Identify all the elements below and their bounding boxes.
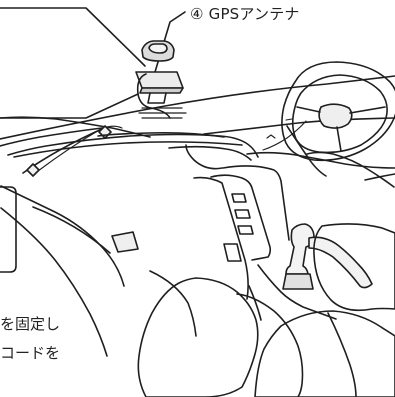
instruction-panel bbox=[0, 186, 17, 273]
detail-mark-2 bbox=[285, 118, 293, 121]
seat-outline bbox=[137, 277, 259, 397]
driver-seat-outline bbox=[313, 223, 395, 312]
seat-side bbox=[236, 293, 304, 397]
leader-line-top bbox=[0, 7, 146, 67]
hood-line bbox=[185, 144, 223, 170]
clip-left-1 bbox=[26, 163, 40, 177]
detail-mark-1 bbox=[266, 134, 276, 139]
driver-seat-fold bbox=[327, 312, 357, 397]
gps-antenna-label: ④ GPSアンテナ bbox=[190, 5, 300, 23]
windshield-line bbox=[0, 75, 395, 140]
driver-seat-back bbox=[254, 310, 395, 397]
switch-2 bbox=[234, 209, 251, 219]
center-console-tunnel bbox=[257, 264, 337, 320]
switch-1 bbox=[231, 193, 247, 203]
instruction-text-line-2: コードを bbox=[0, 344, 61, 362]
cable-steering-column bbox=[262, 120, 307, 151]
dashboard-front bbox=[0, 185, 125, 287]
gear-shift-icon bbox=[282, 223, 315, 290]
switch-3 bbox=[237, 225, 254, 235]
center-console-left bbox=[193, 176, 249, 300]
small-panel bbox=[223, 243, 242, 262]
antenna-cable bbox=[136, 73, 171, 119]
right-door-line bbox=[364, 173, 395, 181]
floor-left bbox=[149, 270, 197, 337]
dashboard-top-right bbox=[203, 117, 395, 135]
glovebox-line bbox=[32, 206, 111, 254]
dashboard-outline bbox=[7, 133, 259, 158]
instruction-text-line-1: を固定し bbox=[0, 315, 61, 333]
instrument-cluster bbox=[306, 151, 395, 188]
dashboard-lower-left bbox=[0, 207, 108, 357]
dashboard-right-curve bbox=[168, 145, 252, 161]
glovebox-handle bbox=[111, 231, 139, 253]
hand-brake-icon bbox=[308, 236, 373, 289]
dash-panel-right bbox=[246, 151, 395, 169]
steering-wheel-icon bbox=[281, 61, 395, 162]
floor-divider bbox=[248, 285, 262, 321]
left-pillar bbox=[0, 116, 151, 138]
gps-antenna-icon bbox=[135, 40, 184, 104]
windshield-sweep bbox=[13, 141, 243, 158]
console-face bbox=[210, 174, 272, 261]
left-window-edge bbox=[0, 127, 103, 147]
mounting-base-lines bbox=[138, 107, 187, 119]
center-console-right bbox=[222, 165, 290, 241]
